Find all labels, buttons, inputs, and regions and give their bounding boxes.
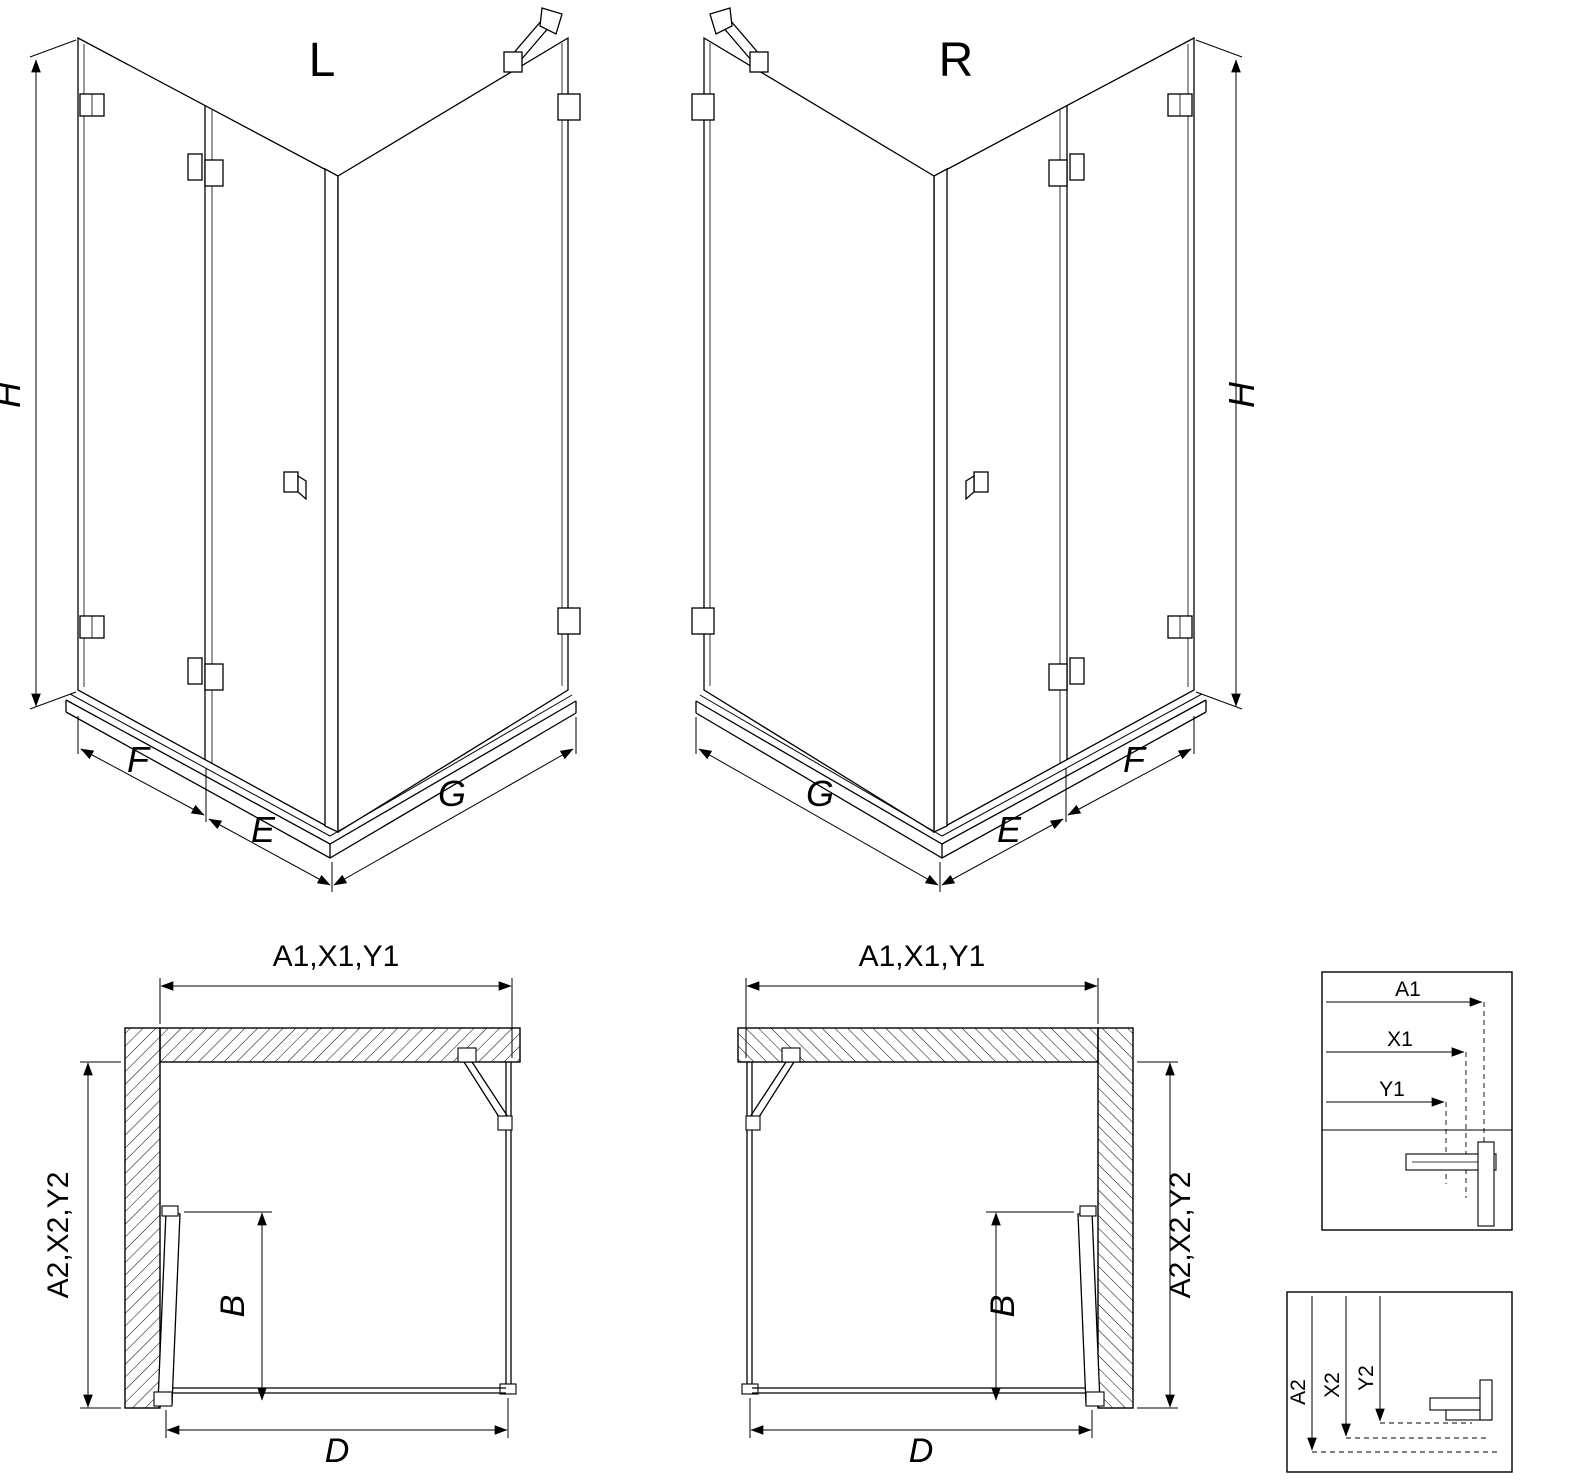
plan-dim-opening-right: D bbox=[909, 1432, 934, 1470]
detail-label-y1: Y1 bbox=[1379, 1078, 1405, 1101]
detail-label-y2: Y2 bbox=[1355, 1365, 1378, 1391]
perspective-view-right: R H G E F bbox=[692, 8, 1262, 892]
perspective-view-left: L H F E G bbox=[0, 8, 580, 892]
plan-view-left: A1,X1,Y1 A2,X2,Y2 B D bbox=[42, 940, 520, 1470]
detail-horizontal-dims: A1 X1 Y1 bbox=[1321, 971, 1513, 1231]
plan-view-right: A1,X1,Y1 A2,X2,Y2 B D bbox=[738, 940, 1197, 1470]
plan-dim-top-right: A1,X1,Y1 bbox=[859, 940, 986, 973]
detail-label-a2: A2 bbox=[1287, 1379, 1310, 1405]
plan-dim-top-left: A1,X1,Y1 bbox=[273, 940, 400, 973]
plan-dim-door-right: B bbox=[984, 1295, 1022, 1318]
dim-label-g-right: G bbox=[806, 773, 834, 814]
detail-box bbox=[1286, 1291, 1513, 1473]
dim-label-f-left: F bbox=[127, 739, 151, 780]
plan-dim-side-left: A2,X2,Y2 bbox=[42, 1172, 75, 1299]
dim-label-g-left: G bbox=[438, 773, 466, 814]
dim-label-f-right: F bbox=[1123, 739, 1147, 780]
dim-label-height-left: H bbox=[0, 381, 28, 408]
detail-label-a1: A1 bbox=[1395, 978, 1421, 1001]
plan-dim-side-right: A2,X2,Y2 bbox=[1164, 1172, 1197, 1299]
variant-label-left: L bbox=[309, 34, 336, 87]
dim-label-e-left: E bbox=[251, 809, 276, 850]
dim-label-height-right: H bbox=[1221, 381, 1262, 408]
detail-label-x2: X2 bbox=[1321, 1372, 1344, 1398]
detail-vertical-dims: A2 X2 Y2 bbox=[1286, 1291, 1513, 1473]
variant-label-right: R bbox=[939, 34, 974, 87]
plan-dim-door-left: B bbox=[214, 1295, 252, 1318]
detail-label-x1: X1 bbox=[1387, 1028, 1413, 1051]
detail-box bbox=[1321, 971, 1513, 1231]
dim-label-e-right: E bbox=[997, 809, 1022, 850]
plan-dim-opening-left: D bbox=[325, 1432, 350, 1470]
profile-section-detail bbox=[1405, 1141, 1497, 1227]
tray-section-detail bbox=[1429, 1379, 1493, 1421]
